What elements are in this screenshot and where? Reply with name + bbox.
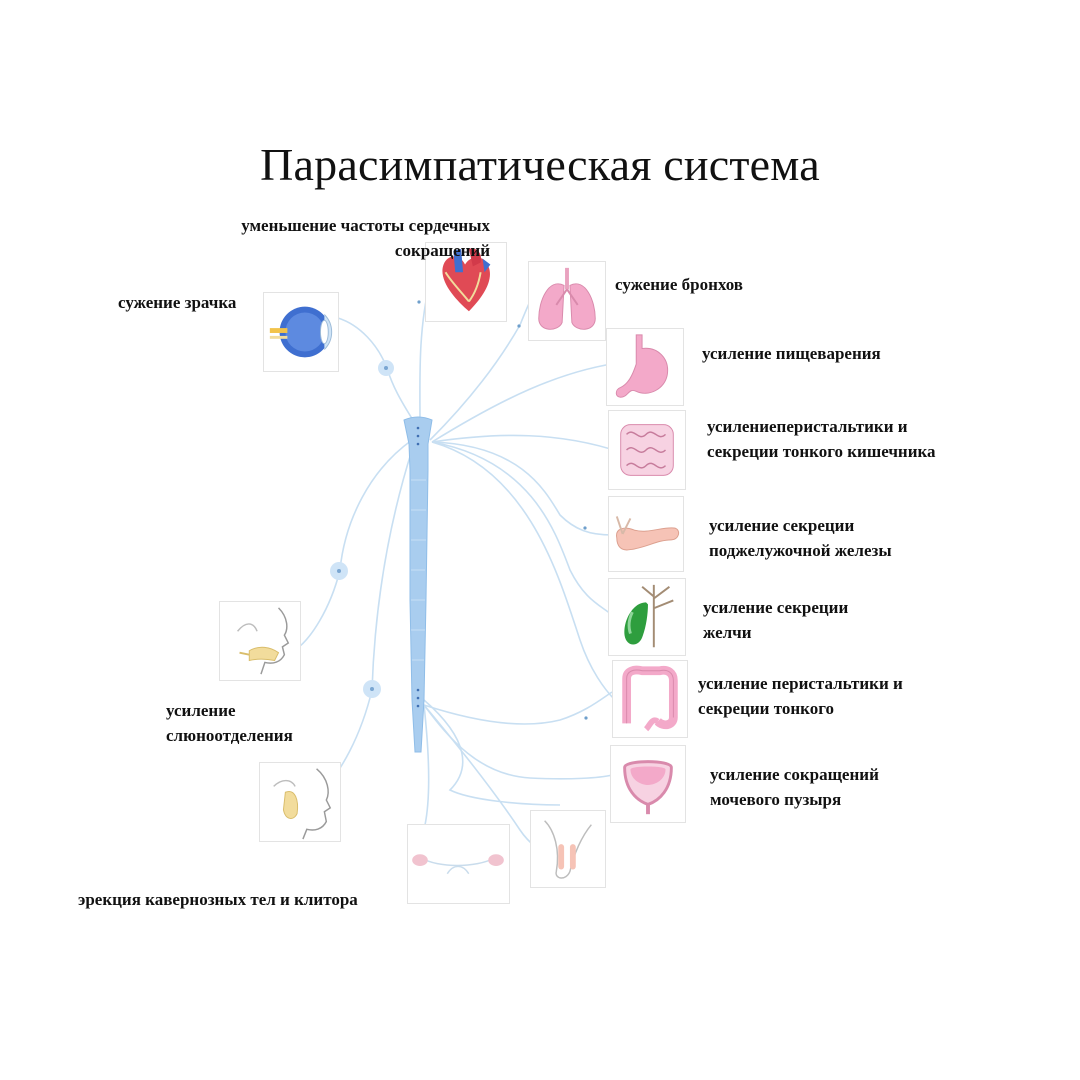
stomach-label-line-1: усиление пищеварения [702, 344, 881, 363]
small-intestine-label-line-2: секреции тонкого кишечника [707, 442, 936, 461]
salivary-gland-icon [219, 601, 301, 681]
nerve-eye [337, 317, 419, 429]
salivary-label-line-2: слюноотделения [166, 726, 293, 745]
lungs-label-line-1: сужение бронхов [615, 275, 743, 294]
eye-label-line-1: сужение зрачка [118, 293, 237, 312]
genitals-icon [407, 824, 510, 904]
nerve-salivary-upper [294, 439, 413, 651]
nerve-large-intestine [431, 441, 616, 701]
page-title: Парасимпатическая система [260, 139, 820, 190]
nerve-sacral-large-intestine [423, 691, 613, 725]
lungs-label: сужение бронхов [615, 272, 743, 297]
salivary-label: усиление слюноотделения [166, 698, 293, 748]
heart-label-line-1: уменьшение частоты сердечных [241, 216, 490, 235]
pancreas-label-line-2: поджелужочной железы [709, 541, 892, 560]
stomach-icon [606, 328, 684, 406]
nerve-sacral-loop [423, 699, 561, 806]
pancreas-label: усиление секреции поджелужочной железы [709, 513, 892, 563]
bladder-label: усиление сокращений мочевого пузыря [710, 762, 879, 812]
bladder-icon [610, 745, 686, 823]
nerve-gallbladder [431, 441, 613, 616]
bladder-label-line-1: усиление сокращений [710, 765, 879, 784]
nerve-pancreas [431, 441, 613, 536]
gallbladder-label-line-2: желчи [703, 623, 752, 642]
salivary-gland-lower-icon [259, 762, 341, 842]
large-intestine-label-line-2: секреции тонкого [698, 699, 835, 718]
small-intestine-icon [608, 410, 686, 490]
eye-label: сужение зрачка [118, 290, 236, 315]
ganglia [330, 300, 588, 864]
genitals-label-line-1: эрекция кавернозных тел и клитора [78, 890, 358, 909]
nerve-sacral-bladder [423, 704, 613, 780]
genitals-label: эрекция кавернозных тел и клитора [78, 887, 358, 912]
salivary-label-line-1: усиление [166, 701, 236, 720]
spinal-cord [403, 416, 433, 753]
nerve-small-intestine [431, 434, 621, 453]
eye-icon [263, 292, 339, 372]
nerve-stomach [431, 361, 626, 443]
heart-label-line-2: сокращений [394, 241, 490, 260]
large-intestine-label: усиление перистальтики и секреции тонког… [698, 671, 903, 721]
lungs-icon [528, 261, 606, 341]
stomach-label: усиление пищеварения [702, 341, 881, 366]
heart-label: уменьшение частоты сердечных сокращений [241, 213, 490, 263]
pancreas-icon [608, 496, 684, 572]
nerve-sacral-genitals [423, 704, 430, 826]
gallbladder-label-line-1: усиление секреции [703, 598, 849, 617]
penis-icon [530, 810, 606, 888]
bladder-label-line-2: мочевого пузыря [710, 790, 842, 809]
large-intestine-label-line-1: усиление перистальтики и [698, 674, 903, 693]
nerve-salivary-lower [324, 449, 413, 791]
small-intestine-label-line-1: усилениеперистальтики и [707, 417, 908, 436]
large-intestine-icon [612, 660, 688, 738]
heart-icon [425, 242, 507, 322]
gallbladder-icon [608, 578, 686, 656]
small-intestine-label: усилениеперистальтики и секреции тонкого… [707, 414, 936, 464]
pancreas-label-line-1: усиление секреции [709, 516, 855, 535]
gallbladder-label: усиление секреции желчи [703, 595, 848, 645]
